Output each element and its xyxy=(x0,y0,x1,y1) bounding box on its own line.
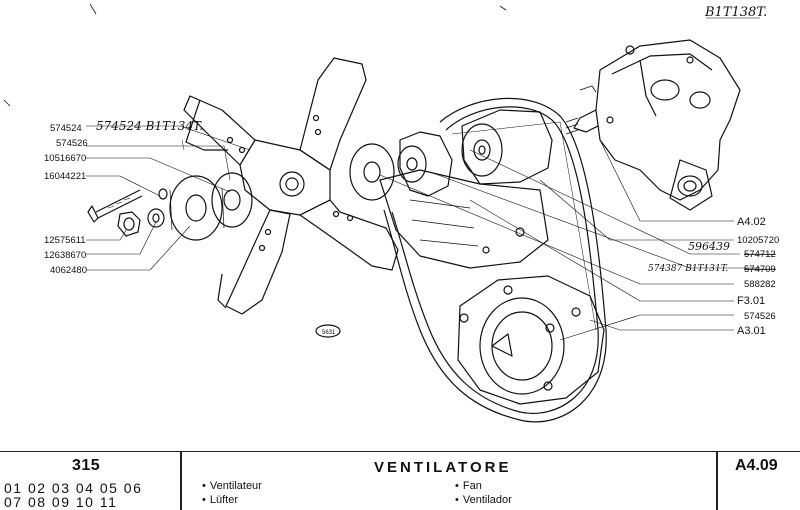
part-note-left: 574524 B1T134T. xyxy=(96,119,203,133)
title-block: 315 01 02 03 04 05 06 07 08 09 10 11 VEN… xyxy=(0,451,800,510)
leader-lines-left xyxy=(86,125,251,271)
part-note-596439: 596439 xyxy=(688,240,730,253)
ref-A3.01: A3.01 xyxy=(737,325,766,337)
divider xyxy=(716,452,718,510)
part-ref-10516670: 10516670 xyxy=(44,153,86,164)
part-ref-4062480: 4062480 xyxy=(50,265,87,276)
model-codes-row1: 01 02 03 04 05 06 xyxy=(4,480,143,496)
part-ref-574709: 574709 xyxy=(744,264,776,275)
ref-F3.01: F3.01 xyxy=(737,295,765,307)
ref-A4.02: A4.02 xyxy=(737,216,766,228)
fan-spacer xyxy=(169,172,253,241)
translation-fr: •Ventilateur xyxy=(202,480,262,492)
part-ref-574526-right: 574526 xyxy=(744,311,776,322)
part-ref-16044221: 16044221 xyxy=(44,171,86,182)
part-ref-588282: 588282 xyxy=(744,279,776,290)
part-ref-574712: 574712 xyxy=(744,249,776,260)
section-title: VENTILATORE xyxy=(374,459,512,476)
divider xyxy=(180,452,182,510)
water-pump-housing xyxy=(565,39,741,211)
translation-de: •Lüfter xyxy=(202,494,238,506)
part-note-574387: 574387 B1T131T. xyxy=(648,264,728,274)
part-ref-12575611: 12575611 xyxy=(44,235,86,246)
part-ref-10205720: 10205720 xyxy=(737,235,779,246)
fastener-set xyxy=(87,188,168,237)
crankshaft-pulley xyxy=(457,275,605,405)
fan-assembly: 5631 xyxy=(183,57,399,338)
figure-number: 5631 xyxy=(322,330,336,336)
part-ref-574524: 574524 xyxy=(50,123,82,134)
leader-lines-right xyxy=(379,139,760,341)
part-ref-12638670: 12638670 xyxy=(44,250,86,261)
exploded-diagram: B1T138T. xyxy=(3,3,779,423)
part-list-right: A4.02 10205720 574712 574709 588282 F3.0… xyxy=(737,216,779,337)
pulley-stack xyxy=(379,109,553,269)
translation-en: •Fan xyxy=(455,480,482,492)
part-ref-574526: 574526 xyxy=(56,138,88,149)
page-number: 315 xyxy=(72,457,101,474)
model-codes-row2: 07 08 09 10 11 xyxy=(4,494,118,510)
sheet-code: A4.09 xyxy=(735,457,778,474)
hub-gasket xyxy=(349,143,395,201)
part-list-left: 574524 574526 10516670 16044221 12575611… xyxy=(44,123,88,276)
translation-es: •Ventilador xyxy=(455,494,512,506)
header-note: B1T138T. xyxy=(704,5,767,20)
drive-belt xyxy=(383,97,607,423)
